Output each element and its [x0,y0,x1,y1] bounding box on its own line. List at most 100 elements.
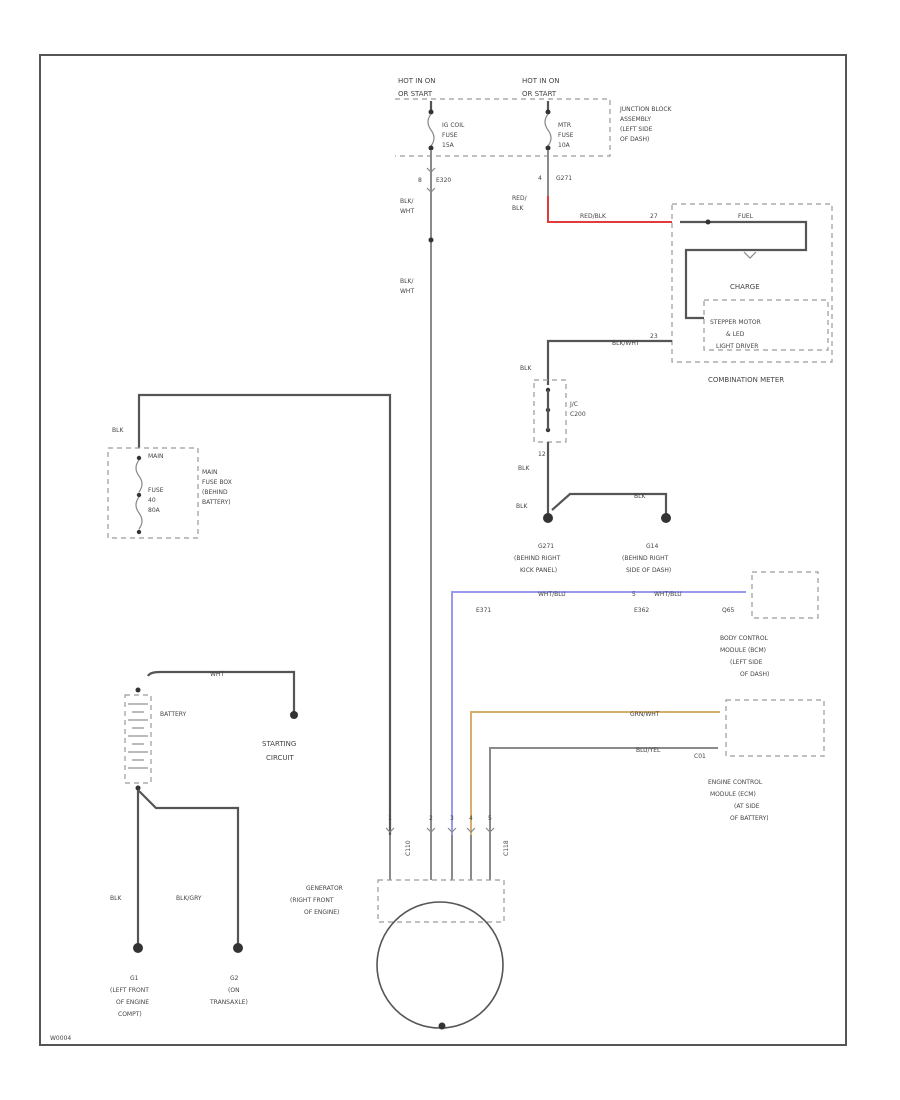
ground-g1-icon [133,943,143,953]
svg-text:CIRCUIT: CIRCUIT [266,754,295,762]
svg-text:(LEFT SIDE: (LEFT SIDE [730,659,763,666]
wire-red-blk-a: RED/ [512,195,528,202]
ground-g14-label: G14 (BEHIND RIGHT SIDE OF DASH) [622,543,671,574]
gen-pin-5: 5 [488,815,492,822]
generator-ground [438,1022,446,1030]
meter-charge-label: CHARGE [730,283,760,291]
battery-symbol [124,687,152,791]
jc-c200: J/C C200 [533,379,586,443]
wire-blk-1: BLK [520,365,532,372]
power-label-right-2: OR START [522,90,557,98]
wire-wht-blu-2: WHT/BLU [654,591,682,598]
ig-coil-fuse-rating: 15A [442,142,455,149]
svg-text:STARTING: STARTING [262,740,296,748]
gen-pin-3: 3 [450,815,454,822]
junction-block-label: JUNCTION BLOCK ASSEMBLY (LEFT SIDE OF DA… [619,106,673,143]
starting-circuit-terminal [290,711,298,719]
junction-block-outline [395,98,611,157]
ground-g2-icon [233,943,243,953]
c118-label: C118 [503,840,510,856]
combination-meter: FUEL CHARGE STEPPER MOTOR & LED LIGHT DR… [671,203,833,384]
ig-coil-fuse: IG COIL FUSE 15A [427,101,465,151]
gen-pin-4: 4 [469,815,473,822]
junction-block-line-4: OF DASH) [620,136,649,143]
wire-blk-wht-meter: BLK/WHT [612,340,640,347]
ecm-label: ENGINE CONTROL MODULE (ECM) (AT SIDE OF … [708,779,769,822]
svg-text:80A: 80A [148,507,161,514]
starting-circuit-label: STARTING CIRCUIT [262,740,296,762]
wire-blk-4: BLK [634,493,646,500]
power-label-left-1: HOT IN ON [398,77,436,85]
generator-housing [377,879,505,923]
svg-text:G1: G1 [130,975,139,982]
generator-symbol [376,901,504,1029]
connector-marks-e320 [426,167,436,243]
ecm-outline [725,699,825,757]
diagram-frame [39,54,847,1046]
svg-text:OF ENGINE): OF ENGINE) [304,909,339,916]
svg-text:(BEHIND RIGHT: (BEHIND RIGHT [622,555,669,562]
stepper-label-2: & LED [726,331,745,338]
junction-block-line-3: (LEFT SIDE [620,126,653,133]
svg-text:(RIGHT FRONT: (RIGHT FRONT [290,897,334,904]
ground-g1-label: G1 (LEFT FRONT OF ENGINE COMPT) [110,975,149,1018]
wire-blk-main: BLK [112,427,124,434]
ground-g14-icon [661,513,671,523]
mtr-fuse-word: FUSE [558,132,574,139]
svg-text:G271: G271 [538,543,554,550]
blu-yel-wire [489,747,718,835]
c200-label: C200 [570,411,586,418]
svg-text:MODULE (ECM): MODULE (ECM) [710,791,756,798]
svg-text:GENERATOR: GENERATOR [306,885,343,892]
svg-text:TRANSAXLE): TRANSAXLE) [209,999,248,1006]
meter-fuel-label: FUEL [738,213,754,220]
gen-pin-2: 2 [429,815,433,822]
pin-5-label: 5 [632,591,636,598]
wire-blk-gry: BLK/GRY [176,895,202,902]
red-blk-wire [547,196,672,223]
svg-text:(AT SIDE: (AT SIDE [734,803,760,810]
combination-meter-label: COMBINATION METER [708,376,784,384]
pin-4-label: 4 [538,175,542,182]
svg-text:ENGINE CONTROL: ENGINE CONTROL [708,779,763,786]
stepper-label-1: STEPPER MOTOR [710,319,761,326]
mtr-fuse-name: MTR [558,122,571,129]
power-label-left-2: OR START [398,90,433,98]
ig-coil-fuse-name: IG COIL [442,122,465,129]
e362-label: E362 [634,607,649,614]
bcm-label: BODY CONTROL MODULE (BCM) (LEFT SIDE OF … [720,635,769,678]
pin-23-label: 23 [650,333,658,340]
svg-text:G14: G14 [646,543,658,550]
pin-12-label: 12 [538,451,546,458]
wire-blk-2: BLK [518,465,530,472]
ig-coil-fuse-word: FUSE [442,132,458,139]
svg-text:40: 40 [148,497,156,504]
ground-g271-label: G271 (BEHIND RIGHT KICK PANEL) [514,543,561,574]
wire-blk-wht-1-b: WHT [400,208,414,215]
battery-wht-wire [147,670,296,712]
meter-internal-wire [680,220,808,320]
svg-text:KICK PANEL): KICK PANEL) [520,567,557,574]
battery-label: BATTERY [160,711,187,718]
wire-blu-yel: BLU/YEL [636,747,661,754]
c01-label: C01 [694,753,706,760]
svg-text:(BEHIND RIGHT: (BEHIND RIGHT [514,555,561,562]
q65-label: Q65 [722,607,735,614]
svg-text:(BEHIND: (BEHIND [202,489,228,496]
svg-text:COMPT): COMPT) [118,1011,142,1018]
svg-text:BATTERY): BATTERY) [202,499,231,506]
wire-wht-blu-1: WHT/BLU [538,591,566,598]
wire-blk-wht-2-a: BLK/ [400,278,414,285]
main-fuse-wire [137,393,392,835]
grn-wht-wire [470,711,720,835]
svg-text:SIDE OF DASH): SIDE OF DASH) [626,567,671,574]
svg-text:FUSE: FUSE [148,487,164,494]
wire-grn-wht: GRN/WHT [630,711,660,718]
generator-label: GENERATOR (RIGHT FRONT OF ENGINE) [290,885,343,916]
mtr-fuse: MTR FUSE 10A [544,101,574,151]
svg-text:(ON: (ON [228,987,240,994]
bcm-outline [751,571,819,619]
gen-pin-1: 1 [388,815,392,822]
svg-text:OF ENGINE: OF ENGINE [116,999,149,1006]
e320-label: E320 [436,177,451,184]
